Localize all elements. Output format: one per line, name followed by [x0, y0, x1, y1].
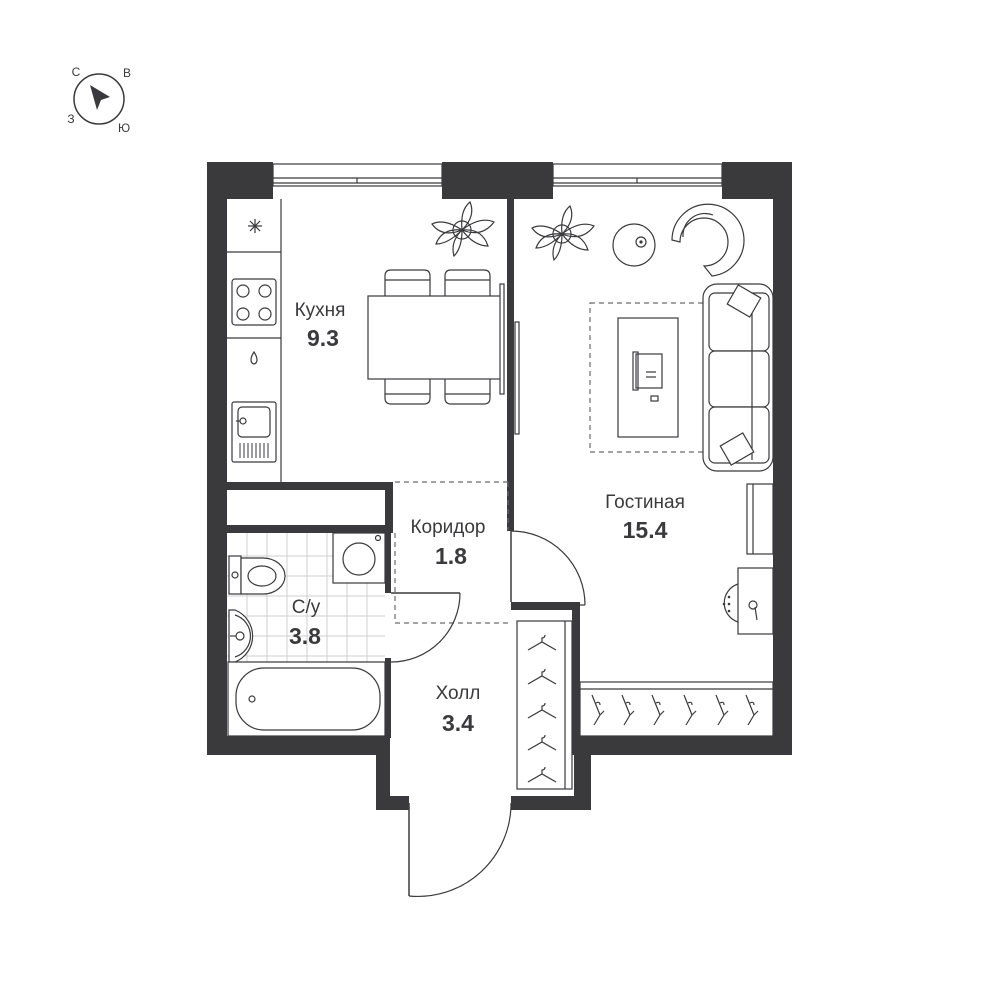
compass-ring — [73, 73, 125, 125]
hanger-icon — [527, 634, 557, 783]
living-name: Гостиная — [605, 492, 685, 513]
hall-name: Холл — [436, 683, 481, 704]
door-living — [510, 530, 586, 606]
plant-icon — [431, 201, 495, 258]
hall-area: Холл 3.4 — [408, 620, 573, 898]
sofa — [702, 283, 774, 472]
compass-south-label: Ю — [118, 121, 130, 135]
bathroom-area: С/у 3.8 — [227, 532, 461, 737]
walls — [207, 162, 792, 810]
cabinet — [746, 483, 774, 555]
sliding-door — [499, 283, 520, 435]
toilet-icon — [228, 555, 286, 595]
entrance-door — [408, 802, 512, 898]
stove-icon — [231, 278, 277, 326]
kitchen-area-value: 9.3 — [307, 325, 339, 351]
snowflake-icon — [248, 219, 262, 233]
compass-west-label: З — [67, 112, 74, 126]
desk — [722, 567, 774, 635]
dining-table — [367, 269, 503, 405]
wardrobe — [579, 681, 774, 737]
compass: С В З Ю — [67, 65, 131, 135]
kitchen-sink-icon — [231, 401, 277, 463]
water-drop-icon — [250, 350, 258, 365]
corridor-area: Коридор 1.8 — [394, 481, 586, 624]
bathroom-area-value: 3.8 — [289, 623, 321, 649]
windows — [272, 163, 723, 187]
hall-area-value: 3.4 — [442, 710, 474, 736]
bathtub-icon — [227, 661, 386, 737]
compass-north-label: С — [72, 65, 81, 79]
corridor-area-value: 1.8 — [435, 543, 467, 569]
laptop-icon — [632, 351, 663, 402]
door-bathroom — [390, 592, 461, 663]
washing-machine-icon — [332, 532, 386, 584]
plant-icon — [531, 205, 595, 262]
compass-arrow-icon — [90, 85, 110, 110]
closet — [516, 620, 573, 790]
side-table-icon — [612, 223, 656, 267]
armchair-icon — [671, 203, 745, 277]
hanger-icon — [591, 694, 759, 726]
corridor-name: Коридор — [410, 517, 485, 538]
living-room-area: Гостиная 15.4 — [531, 203, 774, 737]
washbasin-icon — [228, 609, 254, 663]
kitchen-name: Кухня — [295, 300, 346, 321]
bathroom-name: С/у — [292, 597, 321, 618]
kitchen-area: Кухня 9.3 — [227, 199, 503, 482]
compass-east-label: В — [123, 66, 131, 80]
living-area-value: 15.4 — [623, 517, 668, 543]
